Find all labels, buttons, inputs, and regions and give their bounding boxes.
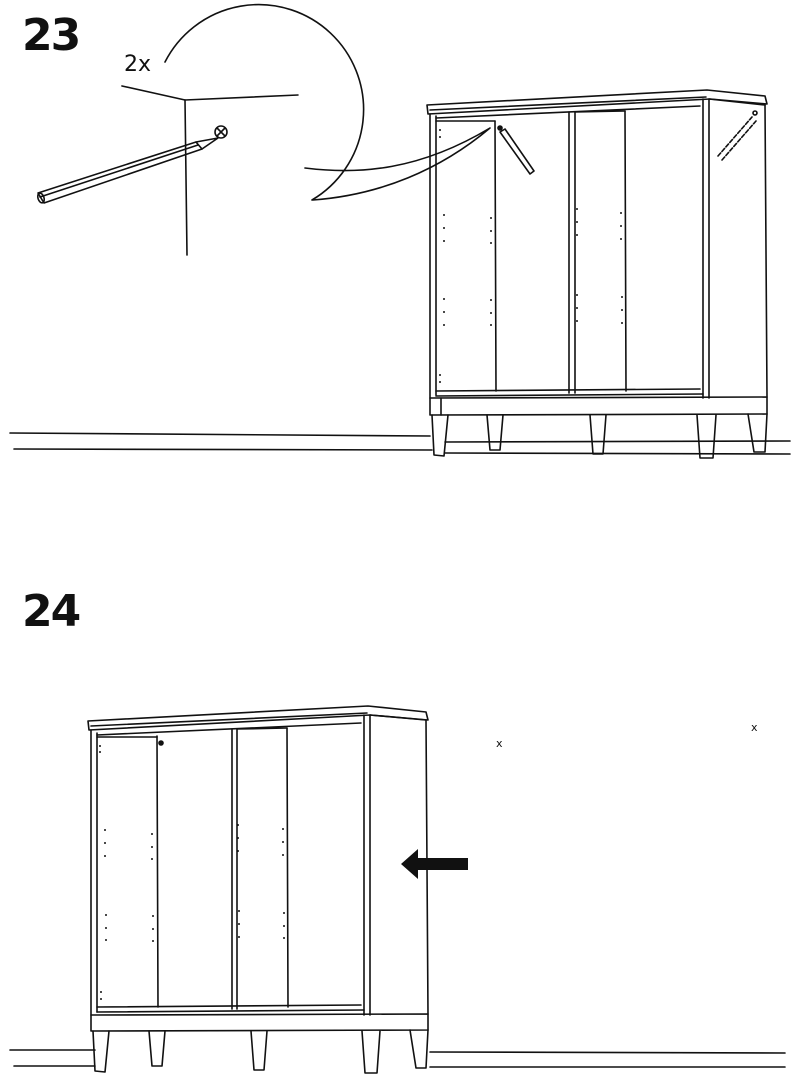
wall-mark-x: x xyxy=(496,737,503,750)
cabinet-step-24 xyxy=(87,705,429,1074)
cabinet-step-23 xyxy=(426,89,768,459)
arrow-left-icon xyxy=(401,849,468,879)
shelf-holes xyxy=(439,129,623,383)
floor-lines xyxy=(9,1049,786,1068)
mark-x-icon xyxy=(214,125,228,139)
step-number-24: 24 xyxy=(22,586,81,637)
floor-lines xyxy=(9,432,791,455)
wall-mark-x: x xyxy=(751,721,758,734)
step-number-23: 23 xyxy=(22,10,81,61)
detail-magnifier-icon xyxy=(121,3,491,256)
quantity-label: 2x xyxy=(124,52,152,77)
shelf-holes xyxy=(99,745,285,1000)
